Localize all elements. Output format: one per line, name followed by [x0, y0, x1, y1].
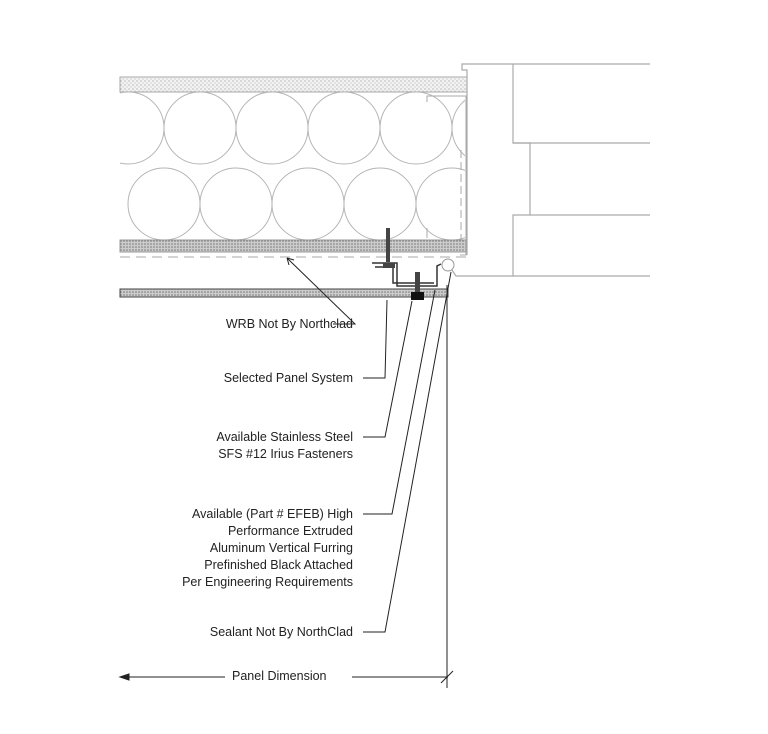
furring-line1: Available (Part # EFEB) High: [192, 507, 353, 521]
insulation: [120, 92, 465, 240]
furring-line3: Aluminum Vertical Furring: [209, 541, 353, 555]
furring-line4: Prefinished Black Attached: [204, 558, 353, 572]
fastener-lower: [411, 272, 424, 300]
furring-channel: [372, 262, 442, 287]
furring-line5: Per Engineering Requirements: [182, 575, 353, 589]
stud-frame: [426, 95, 467, 256]
fasteners-line2: SFS #12 Irius Fasteners: [218, 447, 353, 461]
furring-line2: Performance Extruded: [227, 524, 353, 538]
wrb-label: WRB Not By Northclad: [225, 317, 353, 331]
panel-system: [119, 288, 449, 298]
sealant-bead: [441, 258, 455, 272]
sealant-label: Sealant Not By NorthClad: [209, 625, 353, 639]
sheathing-bottom: [119, 239, 467, 253]
sheathing-top: [119, 76, 468, 93]
furring-label: Available (Part # EFEB) High Performance…: [182, 506, 353, 591]
panel-system-label: Selected Panel System: [223, 371, 353, 385]
panel-dimension-label: Panel Dimension: [232, 669, 327, 683]
leader-lines: [286, 257, 452, 633]
fastener-upper: [383, 228, 395, 268]
dimension-line: [118, 285, 454, 688]
fasteners-line1: Available Stainless Steel: [216, 430, 353, 444]
window-frame: [451, 63, 650, 277]
fasteners-label: Available Stainless Steel SFS #12 Irius …: [216, 429, 353, 463]
